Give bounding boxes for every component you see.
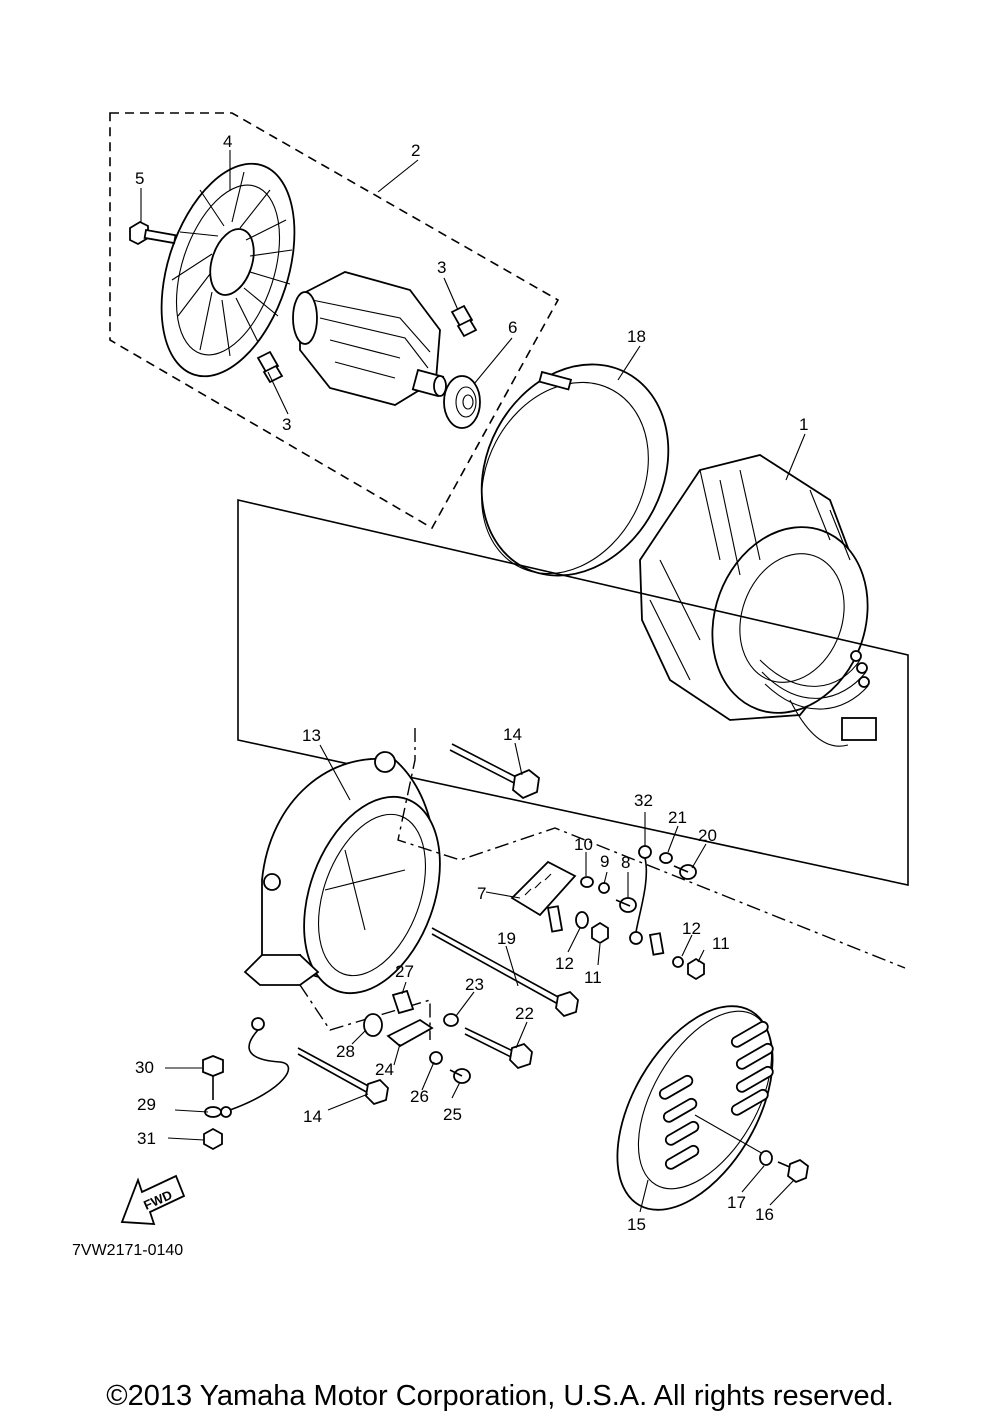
ground-lead bbox=[220, 1017, 290, 1118]
callout-3: 3 bbox=[437, 258, 446, 277]
callout-10: 10 bbox=[574, 835, 593, 854]
callout-32: 32 bbox=[634, 791, 653, 810]
through-bolt-lower bbox=[297, 1047, 389, 1106]
bolt-30 bbox=[202, 1055, 224, 1100]
bolt-22 bbox=[464, 1027, 533, 1070]
nut-31 bbox=[203, 1127, 223, 1151]
callout-22: 22 bbox=[515, 1004, 534, 1023]
washer-23 bbox=[443, 1013, 459, 1027]
nut-11-right bbox=[687, 957, 705, 981]
side-cover-bolt-guide bbox=[694, 1114, 766, 1156]
washer-26 bbox=[429, 1051, 443, 1065]
washer-12-left bbox=[575, 911, 589, 929]
callout-14: 14 bbox=[503, 725, 522, 744]
stator-mounting-leader-frame bbox=[237, 498, 909, 886]
leader-lines bbox=[140, 150, 806, 1213]
drawing-code: 7VW2171-0140 bbox=[72, 1242, 183, 1259]
callout-25: 25 bbox=[443, 1105, 462, 1124]
callout-18: 18 bbox=[627, 327, 646, 346]
through-bolt-upper bbox=[449, 743, 540, 800]
callout-13: 13 bbox=[302, 726, 321, 745]
callout-1: 1 bbox=[799, 415, 808, 434]
washer-9 bbox=[598, 882, 610, 894]
washer-10 bbox=[580, 876, 594, 888]
bearing bbox=[443, 375, 481, 429]
callout-30: 30 bbox=[135, 1058, 154, 1077]
screw-25 bbox=[449, 1068, 471, 1084]
callout-27: 27 bbox=[395, 962, 414, 981]
cord-clamp-27 bbox=[391, 989, 415, 1015]
lead-wire-32 bbox=[629, 845, 652, 945]
stator-band bbox=[480, 363, 670, 577]
copyright-notice: ©2013 Yamaha Motor Corporation, U.S.A. A… bbox=[106, 1380, 894, 1412]
callout-2: 2 bbox=[411, 141, 420, 160]
cover-assembly-guide bbox=[397, 728, 906, 969]
callout-29: 29 bbox=[137, 1095, 156, 1114]
rotor bbox=[292, 271, 447, 406]
callout-8: 8 bbox=[621, 853, 630, 872]
washer-12-right bbox=[672, 956, 684, 968]
callout-5: 5 bbox=[135, 169, 144, 188]
callout-15: 15 bbox=[627, 1215, 646, 1234]
callout-28: 28 bbox=[336, 1042, 355, 1061]
clamp-24 bbox=[386, 1018, 434, 1048]
cooling-fan bbox=[160, 162, 296, 378]
rear-cover bbox=[243, 751, 441, 995]
callout-21: 21 bbox=[668, 808, 687, 827]
callout-17: 17 bbox=[727, 1193, 746, 1212]
callout-6: 6 bbox=[508, 318, 517, 337]
nut-11-left bbox=[591, 921, 609, 945]
callout-9: 9 bbox=[600, 852, 609, 871]
washer-21 bbox=[659, 852, 673, 864]
callout-7: 7 bbox=[477, 884, 486, 903]
callout-24: 24 bbox=[375, 1060, 394, 1079]
callout-26: 26 bbox=[410, 1087, 429, 1106]
callout-14: 14 bbox=[303, 1107, 322, 1126]
collar-28 bbox=[363, 1013, 383, 1037]
washer-17 bbox=[759, 1150, 773, 1166]
callout-labels: 1 2 3 3 4 5 6 7 8 9 10 11 11 12 12 13 14… bbox=[135, 132, 808, 1234]
diode-plate bbox=[510, 860, 665, 956]
screw-8 bbox=[615, 897, 637, 913]
fan-bolt bbox=[129, 220, 177, 246]
cover-assembly-guide-2 bbox=[299, 984, 431, 1040]
callout-20: 20 bbox=[698, 826, 717, 845]
callout-19: 19 bbox=[497, 929, 516, 948]
screw-20 bbox=[673, 864, 697, 880]
callout-11: 11 bbox=[712, 934, 730, 953]
rotor-clip-upper bbox=[450, 304, 478, 338]
stator bbox=[639, 454, 877, 747]
callout-11: 11 bbox=[584, 968, 602, 987]
rotor-clip-lower bbox=[256, 350, 284, 384]
callout-4: 4 bbox=[223, 132, 232, 151]
through-bolt-19 bbox=[431, 927, 579, 1018]
callout-3: 3 bbox=[282, 415, 291, 434]
callout-12: 12 bbox=[682, 919, 701, 938]
callout-16: 16 bbox=[755, 1205, 774, 1224]
callout-23: 23 bbox=[465, 975, 484, 994]
bolt-16 bbox=[777, 1158, 809, 1184]
callout-31: 31 bbox=[137, 1129, 156, 1148]
side-cover bbox=[616, 1005, 774, 1211]
callout-12: 12 bbox=[555, 954, 574, 973]
forward-arrow-icon: FWD bbox=[120, 1174, 186, 1225]
